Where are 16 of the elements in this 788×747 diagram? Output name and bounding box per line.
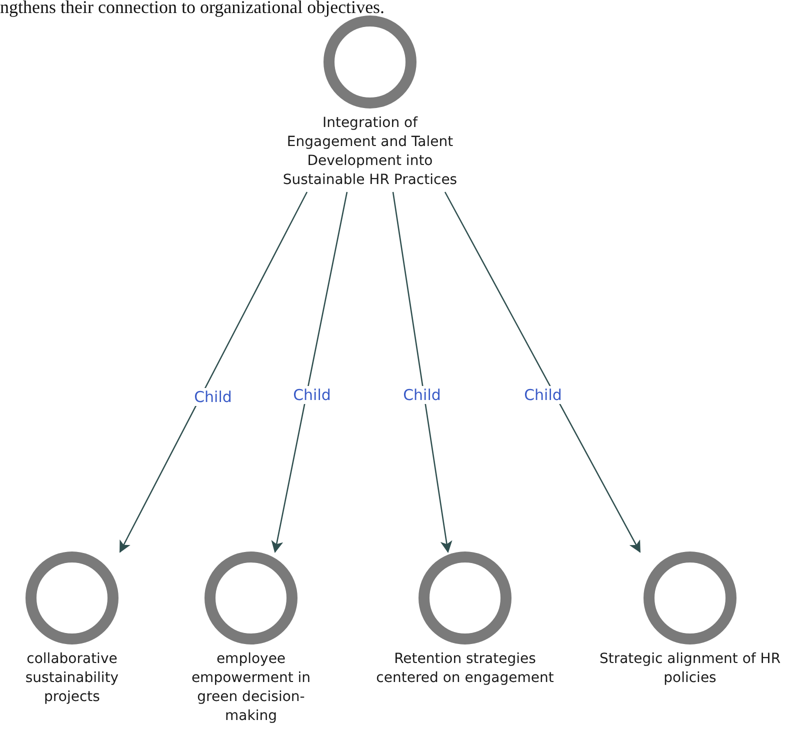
node-label: Retention strategies centered on engagement (375, 650, 555, 688)
arrow (271, 192, 348, 553)
edge-label: Child (522, 386, 564, 404)
edge-label: Child (192, 388, 234, 406)
edge-label: Child (401, 386, 443, 404)
arrow (119, 192, 308, 553)
edge-label: Child (291, 386, 333, 404)
circle-node (375, 550, 555, 688)
text-fragment: ngthens their connection to organizational objectives. (0, 0, 385, 18)
arrow (444, 192, 641, 553)
arrow (392, 192, 452, 553)
node-label: Integration of Engagement and Talent Development into Sustainable HR Practices (282, 114, 458, 190)
node-label: Strategic alignment of HR policies (598, 650, 782, 688)
node-label: collaborative sustainability projects (24, 650, 120, 707)
circle-node (598, 550, 782, 688)
node-label: employee empowerment in green decision-making (190, 650, 312, 726)
